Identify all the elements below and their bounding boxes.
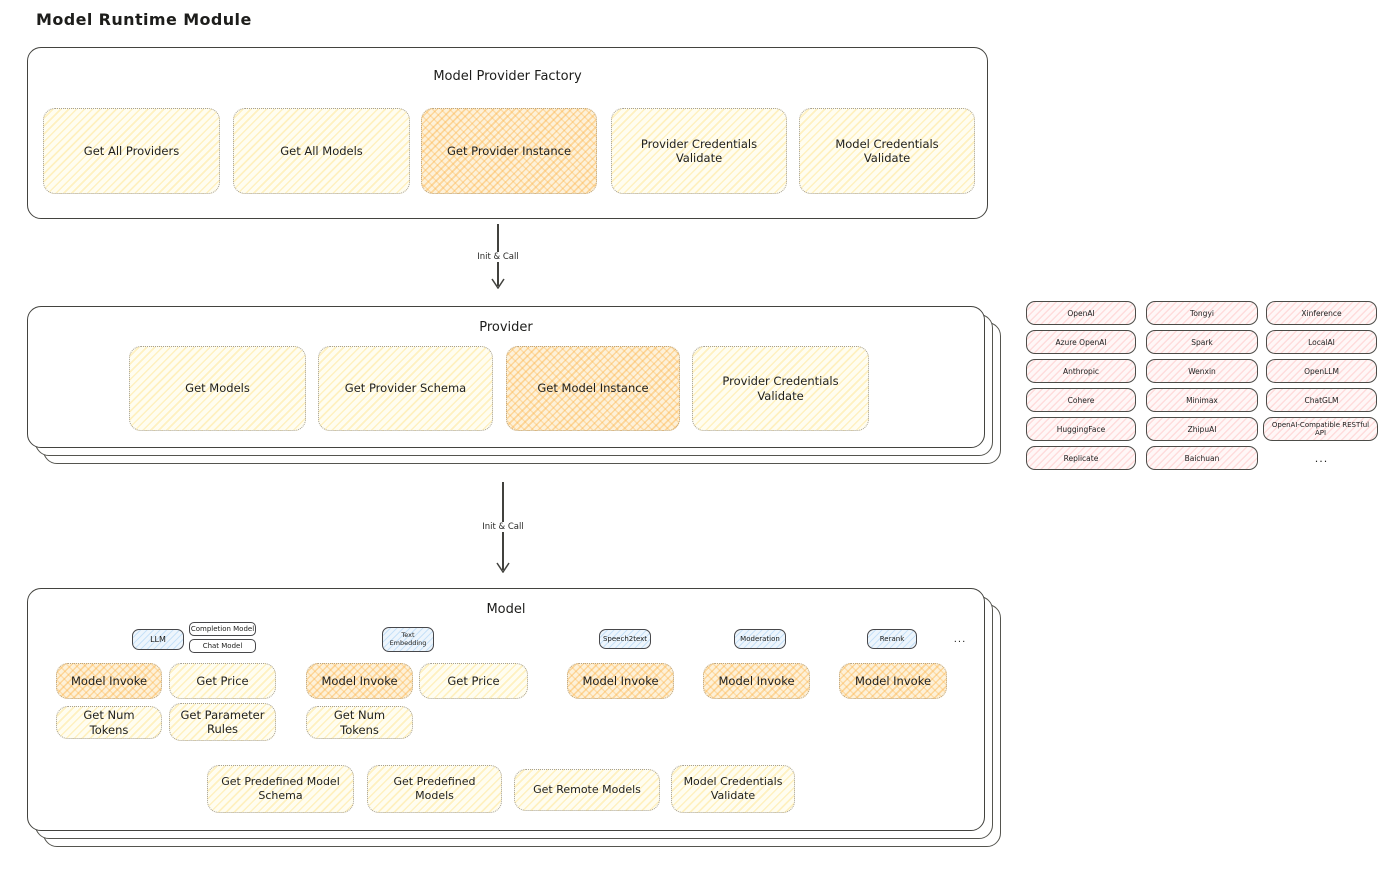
model-title: Model	[486, 602, 526, 617]
vendor-azure-openai: Azure OpenAI	[1026, 330, 1136, 354]
provider-box-get-models: Get Models	[129, 346, 306, 431]
provider-box-provider-credentials-validate: Provider Credentials Validate	[692, 346, 869, 431]
vendor-zhipuai: ZhipuAI	[1146, 417, 1258, 441]
llm-get-price: Get Price	[169, 663, 276, 699]
embedding-get-price: Get Price	[419, 663, 528, 699]
vendor-chatglm: ChatGLM	[1266, 388, 1377, 412]
factory-box-model-credentials-validate: Model Credentials Validate	[799, 108, 975, 194]
vendor-huggingface: HuggingFace	[1026, 417, 1136, 441]
arrow1-label: Init & Call	[473, 252, 523, 262]
vendor-minimax: Minimax	[1146, 388, 1258, 412]
model-get-predefined-model-schema: Get Predefined Model Schema	[207, 765, 354, 813]
model-credentials-validate: Model Credentials Validate	[671, 765, 795, 813]
factory-box-get-provider-instance: Get Provider Instance	[421, 108, 597, 194]
rerank-model-invoke: Model Invoke	[839, 663, 947, 699]
speech2text-model-invoke: Model Invoke	[567, 663, 674, 699]
vendor-cohere: Cohere	[1026, 388, 1136, 412]
vendor-more-ellipsis: ...	[1314, 451, 1329, 465]
factory-box-get-all-models: Get All Models	[233, 108, 410, 194]
factory-title: Model Provider Factory	[433, 69, 582, 84]
tab-more-ellipsis: ...	[953, 633, 967, 645]
provider-title: Provider	[479, 320, 533, 335]
vendor-openllm: OpenLLM	[1266, 359, 1377, 383]
vendor-localai: LocalAI	[1266, 330, 1377, 354]
provider-box-get-provider-schema: Get Provider Schema	[318, 346, 493, 431]
tab-rerank: Rerank	[867, 629, 917, 649]
tab-speech2text: Speech2text	[599, 629, 651, 649]
vendor-openai-compatible-restful-api: OpenAI-Compatible RESTful API	[1263, 417, 1378, 441]
vendor-spark: Spark	[1146, 330, 1258, 354]
tab-completion-model: Completion Model	[189, 622, 256, 636]
vendor-anthropic: Anthropic	[1026, 359, 1136, 383]
provider-box-get-model-instance: Get Model Instance	[506, 346, 680, 431]
arrow2-label: Init & Call	[478, 522, 528, 532]
embedding-get-num-tokens: Get Num Tokens	[306, 706, 413, 739]
model-get-predefined-models: Get Predefined Models	[367, 765, 502, 813]
moderation-model-invoke: Model Invoke	[703, 663, 810, 699]
vendor-baichuan: Baichuan	[1146, 446, 1258, 470]
factory-box-get-all-providers: Get All Providers	[43, 108, 220, 194]
embedding-model-invoke: Model Invoke	[306, 663, 413, 699]
llm-get-num-tokens: Get Num Tokens	[56, 706, 162, 739]
model-get-remote-models: Get Remote Models	[514, 769, 660, 811]
tab-moderation: Moderation	[734, 629, 786, 649]
vendor-tongyi: Tongyi	[1146, 301, 1258, 325]
arrow-head-icon	[491, 278, 505, 289]
tab-llm: LLM	[132, 629, 184, 650]
arrow-head-icon	[496, 562, 510, 573]
vendor-wenxin: Wenxin	[1146, 359, 1258, 383]
model-container: Model LLM Completion Model Chat Model Te…	[27, 588, 985, 831]
tab-text-embedding: Text Embedding	[382, 627, 434, 652]
provider-container: Provider Get Models Get Provider Schema …	[27, 306, 985, 448]
vendor-replicate: Replicate	[1026, 446, 1136, 470]
llm-model-invoke: Model Invoke	[56, 663, 162, 699]
factory-box-provider-credentials-validate: Provider Credentials Validate	[611, 108, 787, 194]
page-title: Model Runtime Module	[36, 10, 252, 29]
factory-container: Model Provider Factory Get All Providers…	[27, 47, 988, 219]
vendor-openai: OpenAI	[1026, 301, 1136, 325]
llm-get-parameter-rules: Get Parameter Rules	[169, 703, 276, 741]
tab-chat-model: Chat Model	[189, 639, 256, 653]
vendor-xinference: Xinference	[1266, 301, 1377, 325]
